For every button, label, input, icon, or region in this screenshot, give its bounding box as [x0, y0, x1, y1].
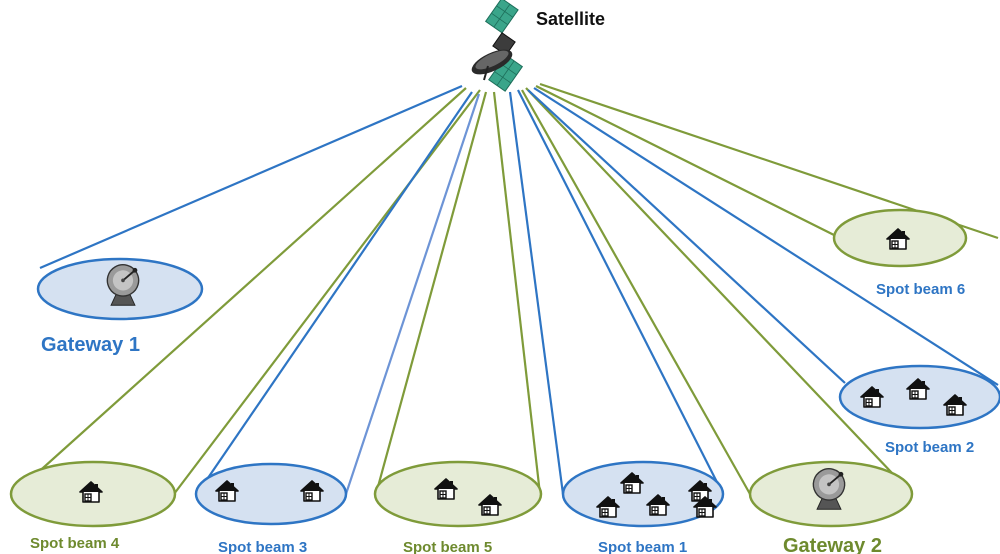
gateway-1-label: Gateway 1	[41, 334, 140, 356]
satellite-icon	[471, 0, 524, 92]
gateway-1-area	[36, 257, 204, 321]
beam-line-spot-beam-1	[517, 89, 724, 495]
beam-line-spot-beam-4	[13, 87, 467, 495]
beam-line-spot-beam-3	[196, 91, 473, 495]
spot-beam-3-label: Spot beam 3	[218, 539, 307, 554]
beam-line-gateway-2	[525, 87, 913, 495]
beam-line-spot-beam-2	[533, 87, 999, 386]
beam-line-spot-beam-3	[344, 93, 481, 495]
spot-beam-5-area	[373, 460, 543, 528]
spot-beam-4-area	[9, 460, 177, 528]
spot-beam-6-area	[832, 208, 968, 268]
spot-beam-2-area	[838, 364, 1000, 430]
beam-line-spot-beam-6	[535, 85, 837, 237]
beam-line-spot-beam-5	[492, 91, 542, 495]
beam-line-spot-beam-5	[374, 91, 488, 495]
gateway-2-area	[748, 460, 914, 528]
beam-lines	[13, 82, 999, 495]
gateway-2-label: Gateway 2	[783, 535, 882, 554]
spot-beam-1-area	[561, 460, 725, 528]
spot-beam-2-label: Spot beam 2	[885, 439, 974, 456]
spot-beam-5-label: Spot beam 5	[403, 539, 492, 554]
beam-line-gateway-1	[39, 84, 463, 270]
spot-beam-6-label: Spot beam 6	[876, 281, 965, 298]
spot-beam-3-area	[194, 462, 348, 526]
spot-beam-4-label: Spot beam 4	[30, 535, 120, 552]
beam-line-spot-beam-1	[508, 91, 565, 495]
beam-line-spot-beam-4	[173, 89, 481, 495]
beam-line-spot-beam-2	[527, 89, 846, 384]
satellite-label: Satellite	[536, 9, 605, 29]
beam-line-gateway-2	[521, 89, 751, 495]
spot-beam-1-label: Spot beam 1	[598, 539, 687, 554]
